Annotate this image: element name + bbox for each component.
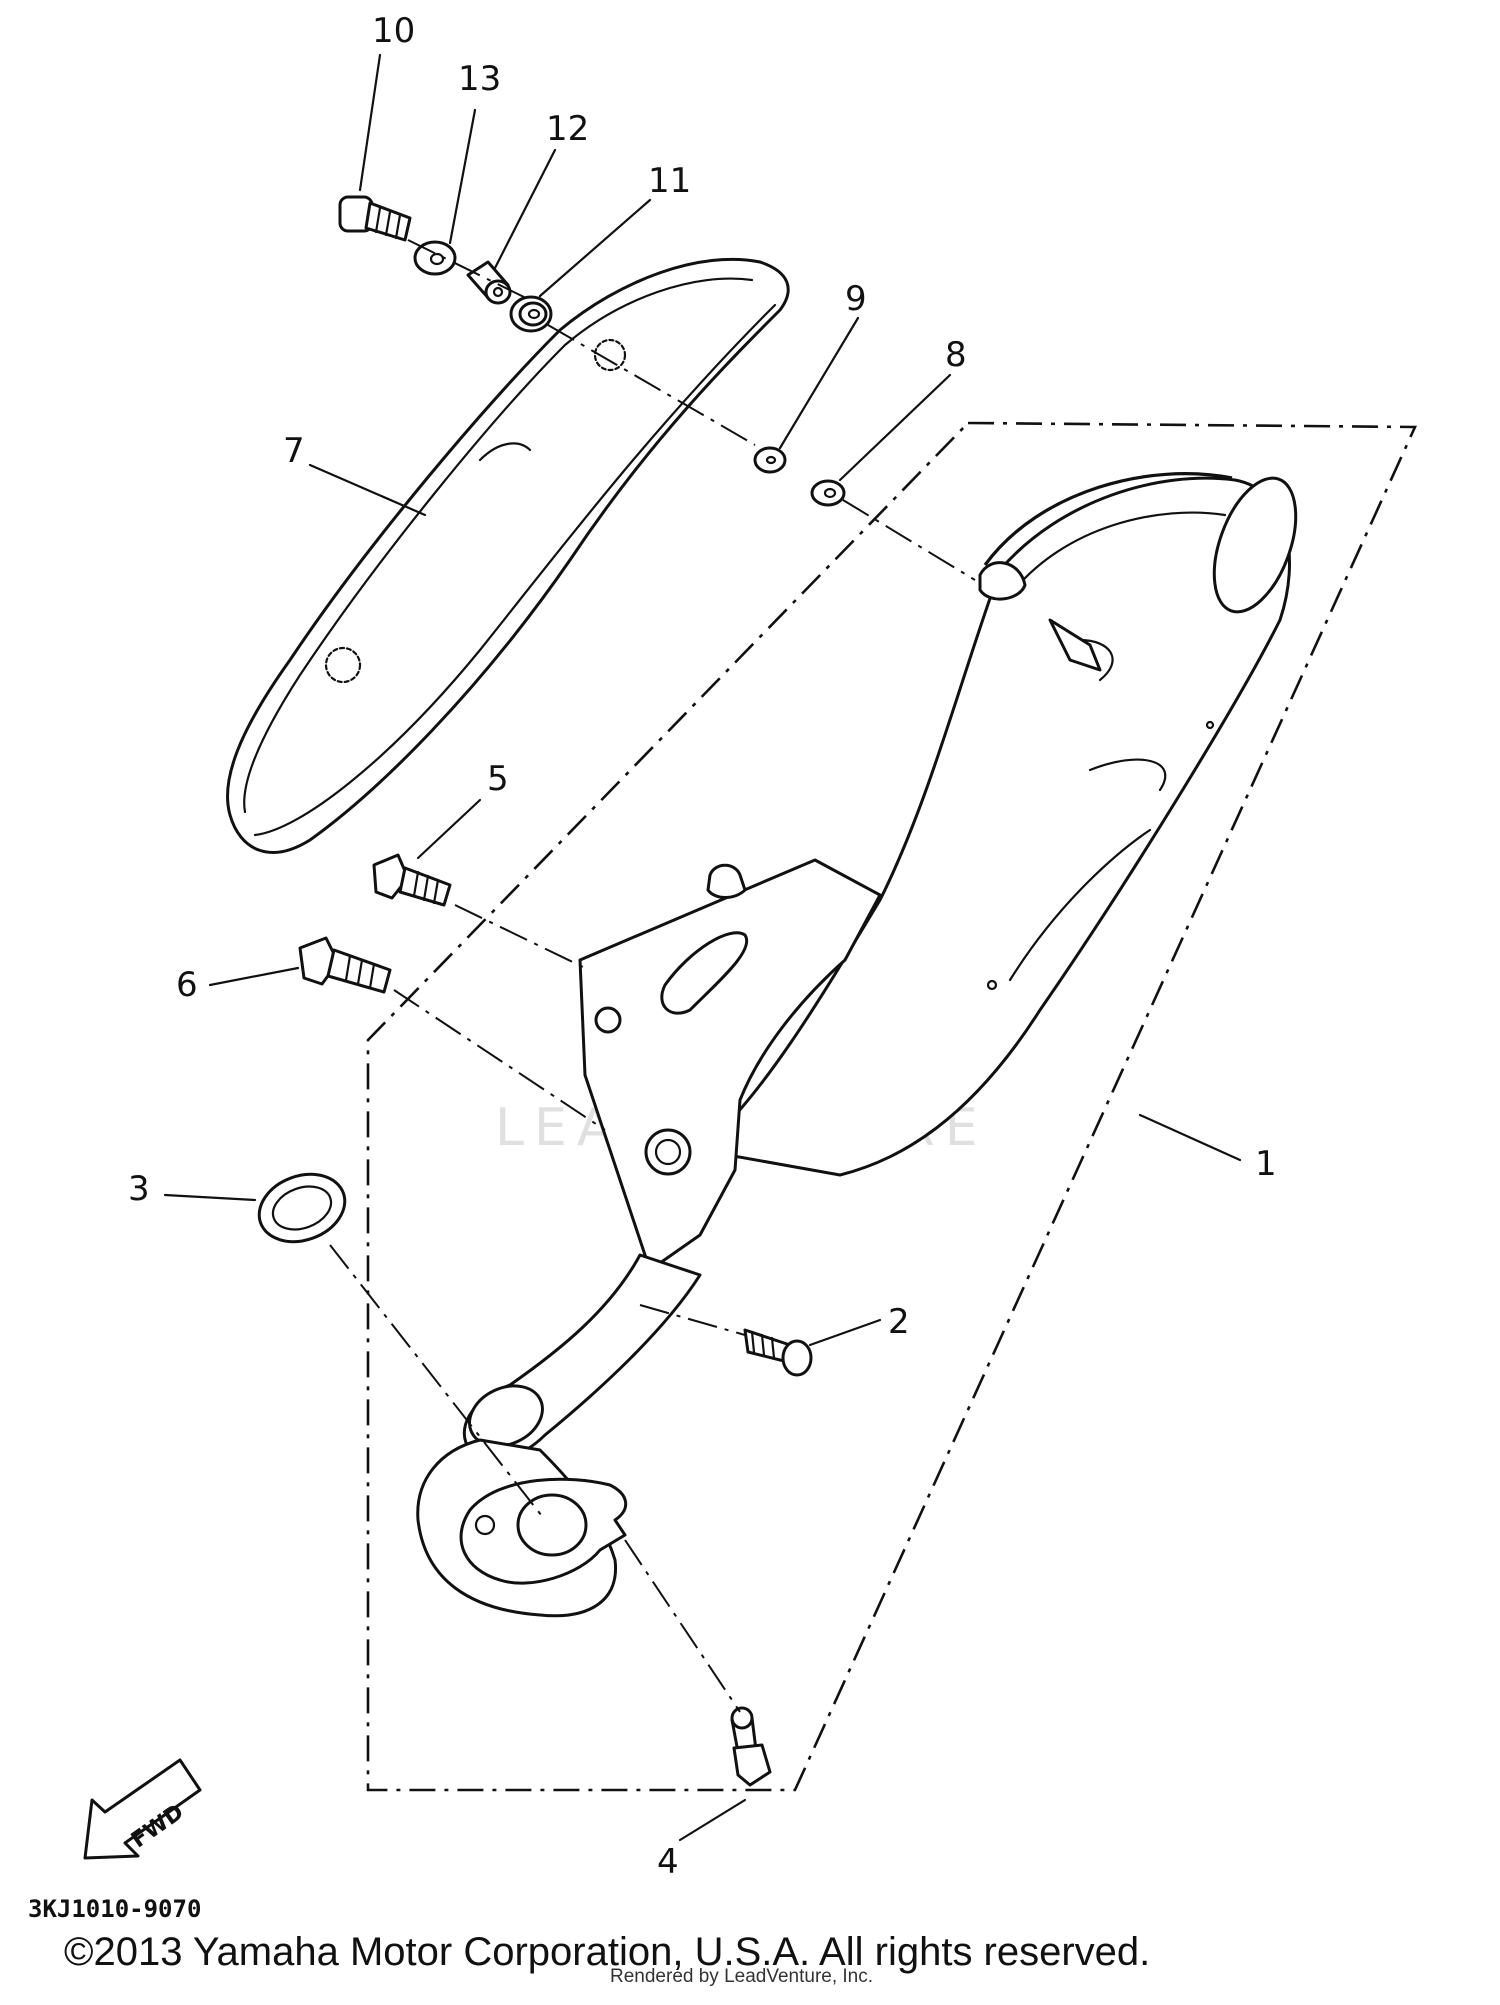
gasket-3-icon <box>257 1172 347 1244</box>
callout-12: 12 <box>546 109 589 149</box>
callout-2: 2 <box>888 1302 910 1342</box>
rendered-by-credit: Rendered by LeadVenture, Inc. <box>610 1966 874 1987</box>
washer-9-icon <box>753 446 787 474</box>
damper-11-icon <box>509 295 553 333</box>
callout-9: 9 <box>845 279 867 319</box>
callout-6: 6 <box>176 965 198 1005</box>
heat-protector <box>226 257 790 854</box>
muffler-assembly <box>416 472 1298 1618</box>
screw-2-icon <box>743 1328 813 1377</box>
assembly-boundary <box>366 421 1418 1792</box>
callout-7: 7 <box>283 431 305 471</box>
callout-4: 4 <box>657 1842 679 1882</box>
washer-8-icon <box>810 479 846 507</box>
collar-12-icon <box>466 260 512 305</box>
bolt-10-icon <box>338 195 412 242</box>
plug-4-icon <box>730 1706 772 1787</box>
callout-13: 13 <box>458 59 501 99</box>
fwd-arrow-icon: FWD <box>83 1758 202 1860</box>
copyright-notice: ©2013 Yamaha Motor Corporation, U.S.A. A… <box>64 1930 1151 1974</box>
diagram-code: 3KJ1010-9070 <box>28 1895 202 1923</box>
callout-1: 1 <box>1255 1144 1277 1184</box>
callout-3: 3 <box>128 1169 150 1209</box>
leader-lines <box>163 53 1242 1842</box>
callout-5: 5 <box>487 759 509 799</box>
bolt-6-icon <box>298 936 392 994</box>
callout-8: 8 <box>945 335 967 375</box>
washer-13-icon <box>413 240 457 276</box>
bolt-5-icon <box>372 853 452 907</box>
callout-10: 10 <box>372 11 415 51</box>
callout-11: 11 <box>648 161 691 201</box>
